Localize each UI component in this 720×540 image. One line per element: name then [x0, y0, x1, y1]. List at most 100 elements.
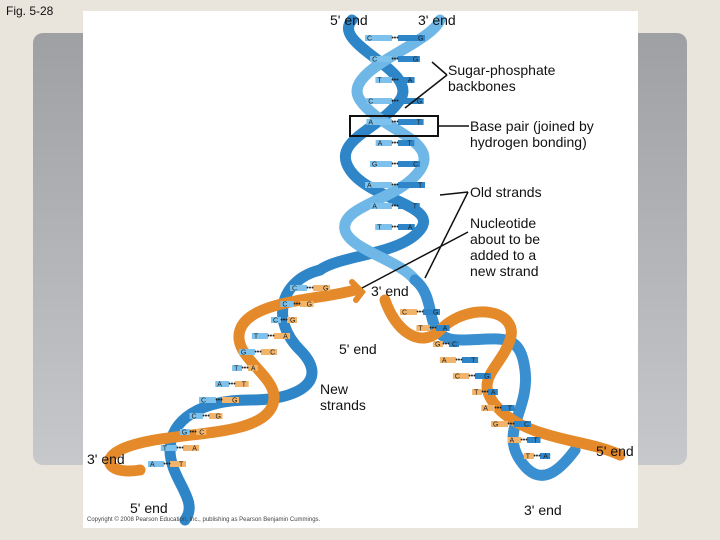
base-letter: G — [372, 162, 377, 169]
base-C-right — [514, 421, 531, 427]
base-A-top — [375, 140, 392, 146]
base-T-right — [472, 389, 482, 395]
hydrogen-bond: ••• — [481, 389, 489, 396]
base-T-right — [501, 405, 515, 411]
base-C-left — [189, 413, 203, 419]
new-strands-label: New strands — [320, 381, 366, 413]
base-letter: G — [232, 398, 237, 405]
old-strand-1 — [314, 14, 429, 276]
base-letter: C — [199, 430, 204, 437]
base-letter: T — [418, 183, 423, 190]
hydrogen-bond: ••• — [391, 56, 399, 63]
base-C-left — [270, 317, 281, 323]
base-T-top — [398, 182, 425, 188]
base-letter: T — [474, 390, 479, 397]
base-A-right — [436, 325, 450, 331]
hydrogen-bond: ••• — [442, 341, 450, 348]
old-strand-left — [164, 264, 326, 526]
base-letter: G — [433, 310, 438, 317]
base-G-right — [491, 421, 508, 427]
base-A-left — [147, 461, 164, 467]
base-letter: C — [292, 286, 297, 293]
base-letter: C — [282, 302, 287, 309]
base-C-left — [280, 301, 294, 307]
hydrogen-bond: ••• — [267, 333, 275, 340]
base-letter: T — [377, 225, 382, 232]
base-T-top — [398, 140, 415, 146]
base-letter: G — [413, 57, 418, 64]
base-letter: T — [526, 454, 531, 461]
base-letter: A — [408, 78, 413, 85]
base-letter: G — [290, 318, 295, 325]
base-G-right — [432, 341, 443, 347]
base-letter: T — [418, 326, 423, 333]
base-T-right — [462, 357, 479, 363]
base-G-right — [475, 373, 492, 379]
base-G-left — [222, 397, 239, 403]
base-G-top — [369, 161, 392, 167]
hydrogen-bond: ••• — [391, 98, 399, 105]
hydrogen-bond: ••• — [391, 119, 399, 126]
base-letter: C — [372, 57, 377, 64]
hydrogen-bond: ••• — [176, 445, 184, 452]
base-letter: A — [150, 462, 155, 469]
left-3-end-label: 3' end — [87, 451, 125, 467]
base-T-right — [527, 437, 541, 443]
base-G-left — [209, 413, 223, 419]
base-C-left — [199, 397, 216, 403]
hydrogen-bond: ••• — [455, 357, 463, 364]
hydrogen-bond: ••• — [293, 301, 301, 308]
base-letter: A — [192, 446, 197, 453]
base-G-top — [398, 56, 420, 62]
base-G-left — [179, 429, 190, 435]
hydrogen-bond: ••• — [520, 437, 528, 444]
base-letter: G — [241, 350, 246, 357]
base-letter: A — [378, 141, 383, 148]
base-letter: A — [251, 366, 256, 373]
base-G-left — [287, 317, 298, 323]
base-letter: C — [367, 36, 372, 43]
new-strand-right — [379, 294, 626, 461]
base-A-left — [183, 445, 200, 451]
base-letter: C — [452, 342, 457, 349]
base-letter: T — [163, 446, 168, 453]
base-letter: G — [215, 414, 220, 421]
base-T-right — [416, 325, 430, 331]
base-letter: T — [508, 406, 513, 413]
base-C-right — [452, 373, 469, 379]
base-letter: G — [484, 374, 489, 381]
fork-3-end-label: 3' end — [371, 283, 409, 299]
base-T-top — [398, 203, 420, 209]
top-3-end-label: 3' end — [418, 12, 456, 28]
base-A-right — [540, 453, 551, 459]
base-letter: T — [533, 438, 538, 445]
right-3-end-label: 3' end — [524, 502, 562, 518]
base-letter: A — [217, 382, 222, 389]
base-letter: T — [377, 78, 382, 85]
base-letter: C — [455, 374, 460, 381]
base-A-left — [248, 365, 258, 371]
hydrogen-bond: ••• — [241, 365, 249, 372]
base-letter: T — [407, 141, 412, 148]
base-A-top — [370, 203, 392, 209]
base-letter: C — [273, 318, 278, 325]
base-T-left — [232, 365, 242, 371]
base-T-left — [160, 445, 177, 451]
base-T-top — [375, 77, 392, 83]
base-T-top — [375, 224, 392, 230]
hydrogen-bond: ••• — [391, 224, 399, 231]
base-C-top — [370, 56, 392, 62]
hydrogen-bond: ••• — [416, 309, 424, 316]
base-C-left — [196, 429, 207, 435]
base-letter: C — [368, 99, 373, 106]
base-C-right — [449, 341, 460, 347]
base-letter: G — [493, 422, 498, 429]
hydrogen-bond: ••• — [254, 349, 262, 356]
hydrogen-bond: ••• — [215, 397, 223, 404]
base-letter: C — [524, 422, 529, 429]
base-letter: G — [417, 99, 422, 106]
base-letter: A — [483, 406, 488, 413]
fork-5-end-label: 5' end — [339, 341, 377, 357]
new-strand-left — [104, 284, 361, 477]
